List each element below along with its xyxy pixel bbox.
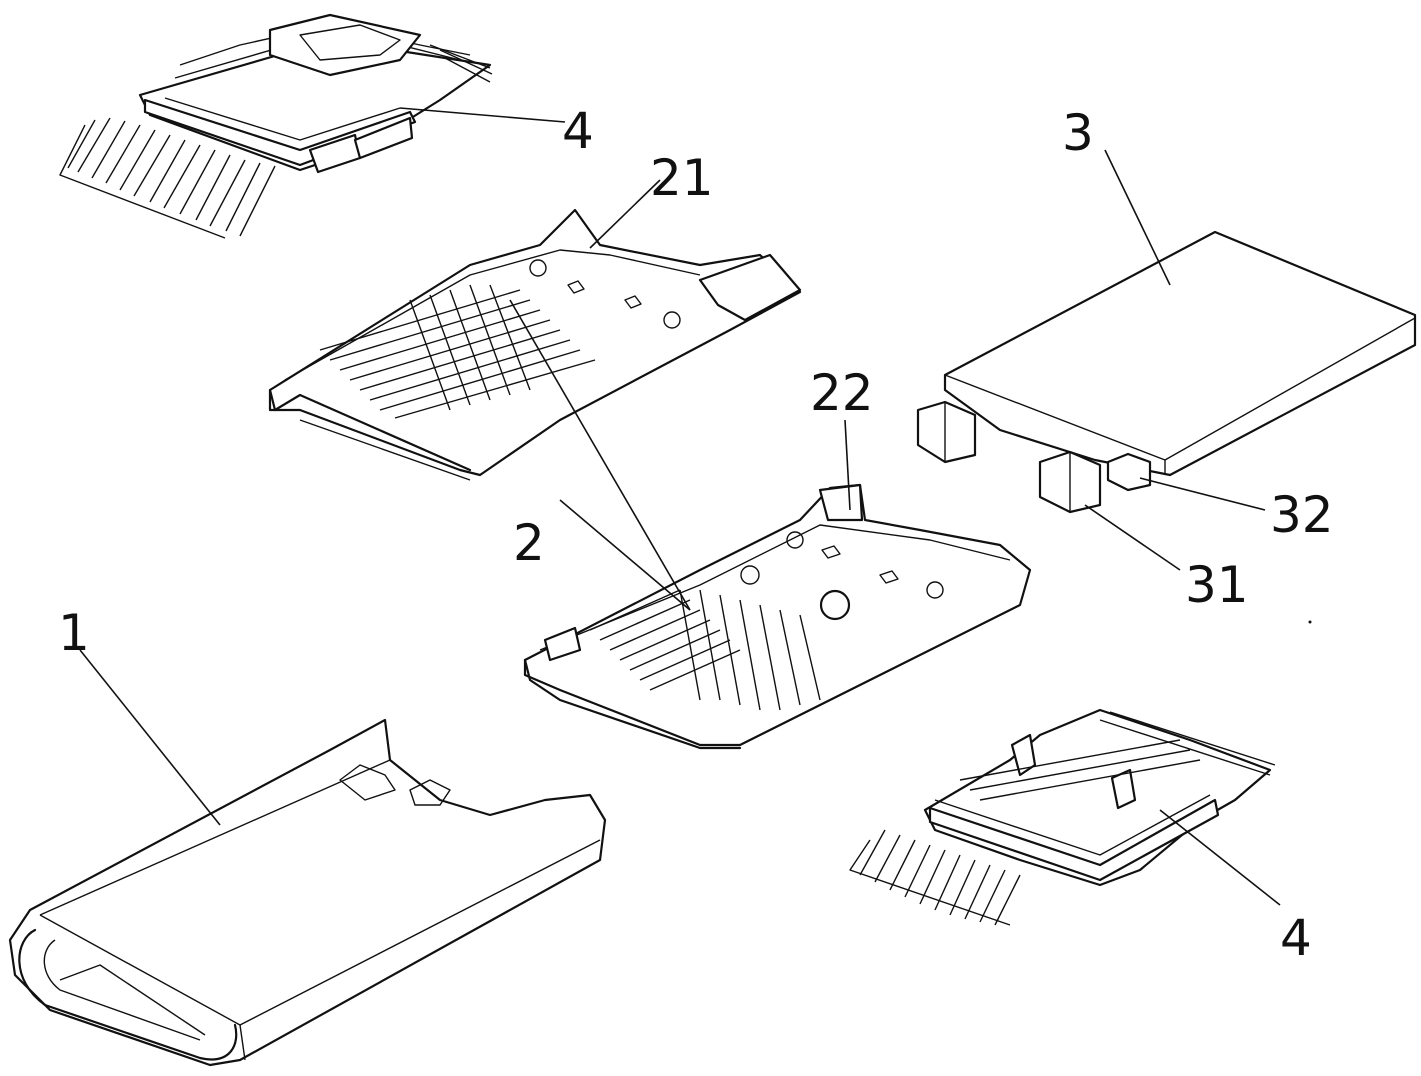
label-3: 3 <box>1062 104 1094 162</box>
middle-plate-lower <box>523 483 1032 750</box>
reference-labels: 4 21 3 22 2 32 31 1 4 <box>58 102 1334 967</box>
label-31: 31 <box>1185 556 1249 614</box>
label-21: 21 <box>650 149 714 207</box>
label-4-bottom: 4 <box>1280 909 1312 967</box>
label-2: 2 <box>513 514 545 572</box>
label-32: 32 <box>1270 486 1334 544</box>
terminal-module-bottom <box>849 708 1276 926</box>
label-1: 1 <box>58 604 90 662</box>
leader-lines <box>79 107 1281 906</box>
label-22: 22 <box>810 364 874 422</box>
shell <box>8 718 607 1067</box>
terminal-module-top <box>59 13 493 239</box>
cover <box>916 230 1417 514</box>
stray-dot <box>1308 620 1312 624</box>
middle-plate-upper <box>268 208 802 481</box>
label-4-top: 4 <box>562 102 594 160</box>
